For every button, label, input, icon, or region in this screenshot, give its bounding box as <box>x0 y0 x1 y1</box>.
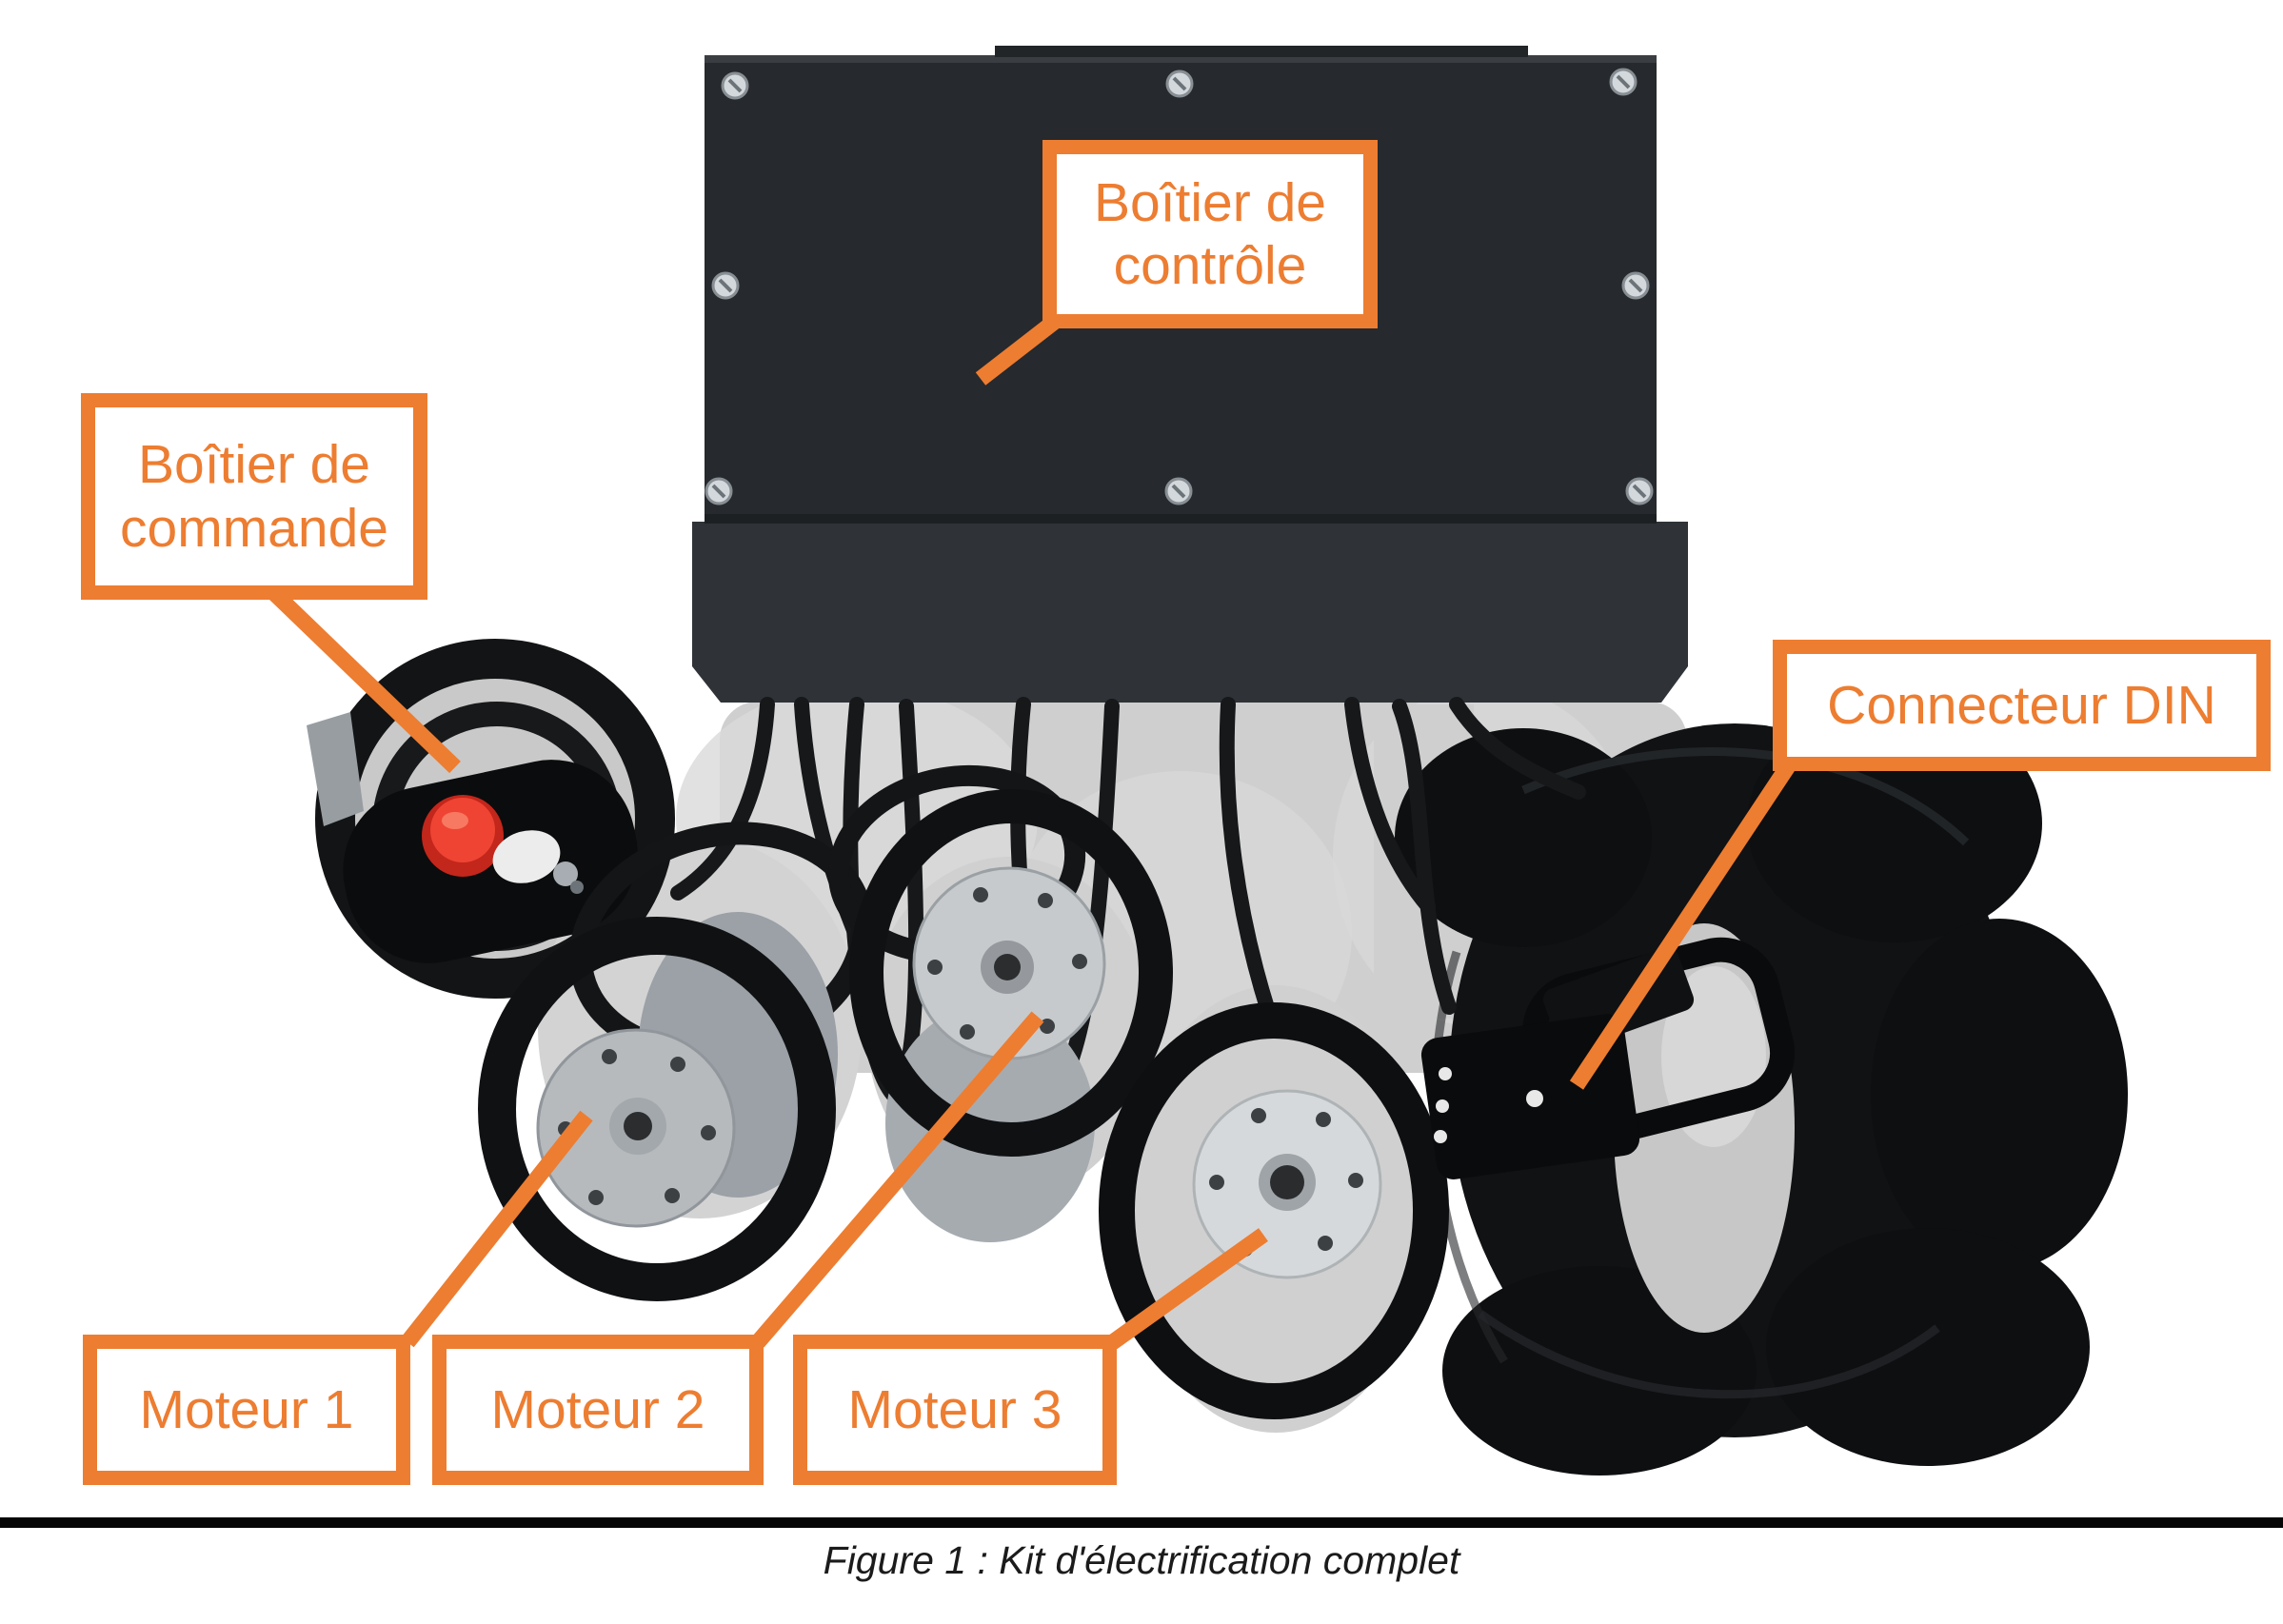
label-connecteur-din: Connecteur DIN <box>1773 640 2271 771</box>
leader-controle <box>975 313 1062 386</box>
leader-din <box>1569 759 1797 1090</box>
label-boitier-de-controle: Boîtier de contrôle <box>1042 140 1378 328</box>
control-box-photo <box>692 46 1688 703</box>
cable-clip <box>307 712 364 826</box>
label-text: Boîtier de contrôle <box>1094 171 1326 296</box>
connector-pins <box>1434 1067 1543 1143</box>
leader-moteur2 <box>751 1011 1044 1348</box>
label-text: Connecteur DIN <box>1827 674 2216 736</box>
din-cable-coil-photo <box>1395 704 2128 1475</box>
figure-caption: Figure 1 : Kit d'électrification complet <box>823 1538 1460 1582</box>
label-text: Moteur 1 <box>139 1378 354 1440</box>
label-moteur-2: Moteur 2 <box>432 1335 764 1485</box>
command-box-photo <box>307 639 675 999</box>
label-text: Moteur 2 <box>490 1378 705 1440</box>
leader-moteur1 <box>401 1110 593 1348</box>
leader-commande <box>268 585 461 774</box>
separator-line <box>0 1517 2283 1528</box>
motor-3-photo <box>1099 1002 1449 1419</box>
label-text: Moteur 3 <box>847 1378 1062 1440</box>
label-moteur-1: Moteur 1 <box>83 1335 410 1485</box>
emergency-stop-button <box>422 795 504 877</box>
leader-moteur3 <box>1105 1228 1268 1351</box>
label-text: Boîtier de commande <box>120 434 388 559</box>
screw-icon <box>705 68 1654 505</box>
label-moteur-3: Moteur 3 <box>793 1335 1117 1485</box>
motor-2-photo <box>827 764 1173 1242</box>
label-boitier-de-commande: Boîtier de commande <box>81 393 427 600</box>
